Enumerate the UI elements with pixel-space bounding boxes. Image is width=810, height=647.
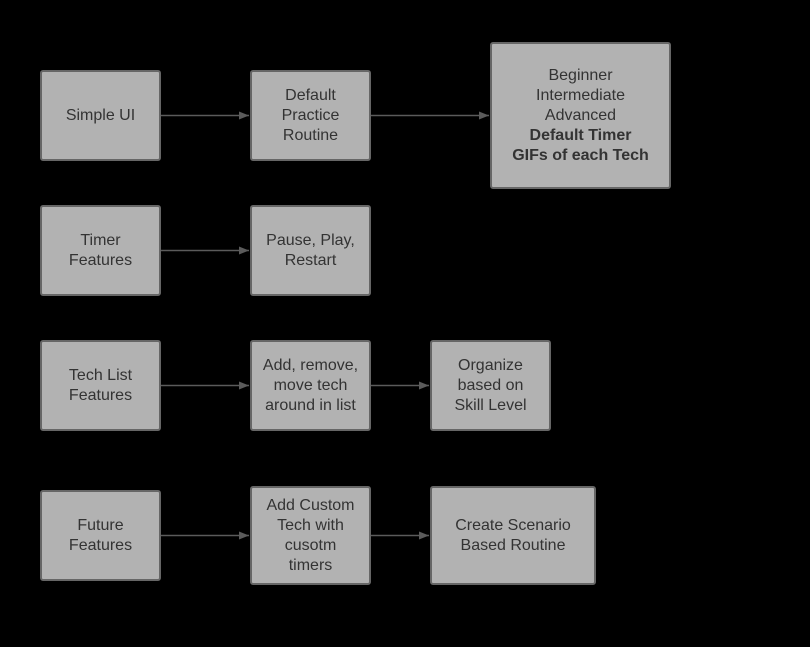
- node-label-line: Features: [68, 251, 133, 269]
- node-label-line: Organize: [458, 356, 523, 374]
- node-label-line: Based Routine: [460, 536, 566, 554]
- node-label-line: Practice: [281, 106, 340, 124]
- node-add-remove-move: Add, remove, move tech around in list: [250, 340, 371, 431]
- node-label-line: GIFs of each Tech: [512, 146, 649, 164]
- node-label-line: Pause, Play,: [266, 231, 355, 249]
- node-label-line: Timer: [80, 231, 121, 249]
- node-label-line: Restart: [284, 251, 337, 269]
- node-label-line: Advanced: [544, 106, 617, 124]
- node-label-line: Future: [77, 516, 124, 534]
- node-label-line: Features: [68, 386, 133, 404]
- node-label-line: around in list: [265, 396, 356, 414]
- node-label-line: Tech with: [277, 516, 344, 534]
- node-pause-play-restart: Pause, Play, Restart: [250, 205, 371, 296]
- node-label-line: Beginner: [548, 66, 613, 84]
- node-label-line: Intermediate: [536, 86, 625, 104]
- node-label-line: Skill Level: [454, 396, 527, 414]
- node-label-line: Add Custom: [266, 496, 355, 514]
- node-label-line: Default: [285, 86, 336, 104]
- node-organize-skill-level: Organize based on Skill Level: [430, 340, 551, 431]
- node-label-line: Routine: [282, 126, 339, 144]
- node-label-line: based on: [457, 376, 524, 394]
- node-label-line: Tech List: [68, 366, 133, 384]
- node-label-line: Default Timer: [529, 126, 632, 144]
- node-simple-ui: Simple UI: [40, 70, 161, 161]
- node-label-line: Features: [68, 536, 133, 554]
- node-label-line: Create Scenario: [455, 516, 571, 534]
- node-label-line: Add, remove,: [262, 356, 359, 374]
- node-label-line: move tech: [273, 376, 348, 394]
- node-label-line: Simple UI: [65, 106, 136, 124]
- node-label-line: timers: [288, 556, 333, 574]
- node-label-line: cusotm: [284, 536, 337, 554]
